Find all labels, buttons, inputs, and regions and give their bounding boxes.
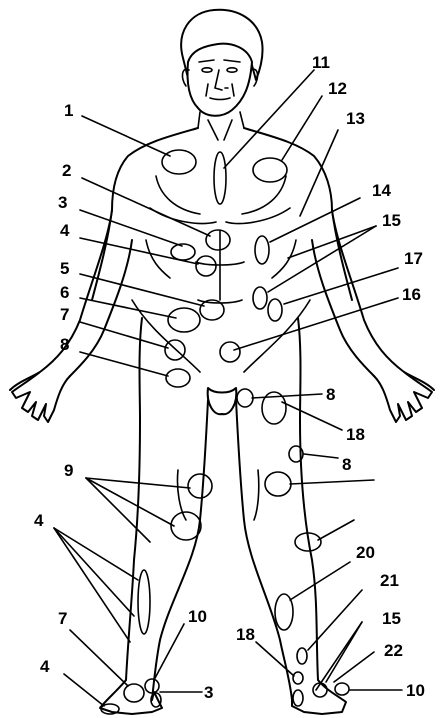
label-14: 14 — [372, 181, 391, 200]
abdomen — [196, 230, 244, 303]
marker-ankle-left-2 — [293, 672, 303, 684]
marker-toe-left — [335, 683, 349, 695]
marker-inguinal-left — [237, 389, 253, 407]
marker-abdomen-right — [196, 256, 216, 276]
label-3-lower: 3 — [204, 683, 213, 702]
label-10-right: 10 — [406, 681, 425, 700]
label-12: 12 — [328, 79, 347, 98]
marker-thigh-left-3 — [265, 472, 291, 496]
label-3-upper: 3 — [58, 193, 67, 212]
marker-epigastrium — [206, 230, 230, 250]
marker-suprapubic — [220, 342, 240, 362]
label-7-upper: 7 — [60, 305, 69, 324]
label-13: 13 — [346, 109, 365, 128]
groin — [208, 388, 237, 414]
label-8-lower: 8 — [342, 455, 351, 474]
label-4-middle: 4 — [34, 511, 44, 530]
label-4-lower: 4 — [40, 657, 50, 676]
leader-lines — [54, 70, 402, 706]
marker-lower-abdomen-right — [168, 308, 200, 332]
label-1: 1 — [64, 101, 73, 120]
chest-muscles — [150, 208, 290, 223]
marker-flank-left — [255, 236, 269, 264]
label-16: 16 — [402, 285, 421, 304]
label-11: 11 — [312, 53, 330, 72]
label-7-lower: 7 — [58, 609, 67, 628]
label-17: 17 — [404, 249, 423, 268]
marker-ankle-left — [297, 648, 307, 664]
marker-rib-right — [171, 244, 195, 260]
label-9: 9 — [64, 461, 73, 480]
label-10-left: 10 — [188, 607, 207, 626]
label-8-right: 8 — [326, 385, 335, 404]
label-4-upper: 4 — [60, 221, 70, 240]
human-body-figure — [10, 10, 434, 714]
label-20: 20 — [356, 543, 375, 562]
marker-shin-right — [138, 570, 150, 634]
marker-sternum — [214, 152, 226, 204]
marker-side-left — [253, 287, 267, 309]
label-6: 6 — [60, 283, 69, 302]
label-22: 22 — [384, 641, 403, 660]
head — [187, 44, 252, 116]
label-15-lower: 15 — [382, 609, 401, 628]
label-18-upper: 18 — [346, 425, 365, 444]
label-2: 2 — [62, 161, 71, 180]
label-21: 21 — [380, 571, 399, 590]
label-8-left: 8 — [60, 335, 69, 354]
number-labels: 1 11 12 13 2 3 14 4 15 17 5 6 16 7 8 8 1… — [34, 53, 425, 702]
label-15-upper: 15 — [382, 211, 401, 230]
label-5: 5 — [60, 259, 69, 278]
marker-side-left-2 — [268, 299, 282, 321]
label-18-lower: 18 — [236, 625, 255, 644]
marker-inguinal-right — [166, 369, 190, 387]
marker-iliac-right — [165, 340, 185, 360]
